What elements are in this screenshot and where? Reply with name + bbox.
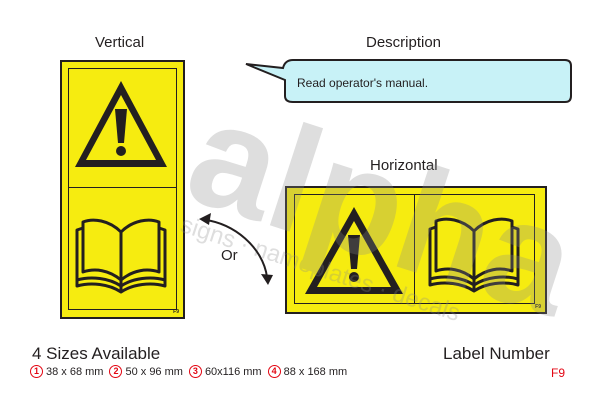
size-number-badge: 2 (109, 365, 123, 378)
manual-panel (414, 194, 535, 304)
horizontal-heading: Horizontal (370, 157, 438, 174)
size-text: 50 x 96 mm (125, 365, 183, 378)
warning-triangle-icon (75, 81, 167, 167)
warning-triangle-icon (305, 207, 403, 294)
manual-panel (68, 187, 177, 310)
curved-double-arrow-icon (199, 213, 273, 285)
open-book-icon (428, 217, 520, 293)
size-text: 60x116 mm (204, 365, 262, 378)
vertical-label: F9 (60, 60, 185, 319)
horizontal-label: F9 (285, 186, 547, 314)
vertical-heading: Vertical (95, 34, 145, 51)
description-callout (245, 59, 572, 103)
size-text: 88 x 168 mm (283, 365, 348, 378)
description-text: Read operator's manual. (297, 76, 429, 90)
size-text: 38 x 68 mm (46, 365, 104, 378)
open-book-icon (75, 218, 167, 294)
label-number-value: F9 (551, 366, 566, 380)
label-number-title: Label Number (443, 344, 550, 363)
size-number-badge: 3 (188, 365, 202, 378)
sizes-list: 1 38 x 68 mm 2 50 x 96 mm 3 60x116 mm 4 … (30, 365, 353, 378)
size-item: 1 38 x 68 mm (30, 365, 103, 378)
size-number-badge: 1 (30, 365, 43, 378)
size-item: 2 50 x 96 mm (109, 365, 183, 378)
sizes-title: 4 Sizes Available (32, 344, 161, 363)
warning-panel (294, 194, 415, 304)
warning-panel (68, 68, 177, 188)
size-number-badge: 4 (267, 365, 281, 378)
size-item: 3 60x116 mm (188, 365, 262, 378)
or-text: Or (221, 247, 238, 264)
description-heading: Description (366, 34, 442, 51)
label-code: F9 (535, 304, 541, 310)
size-item: 4 88 x 168 mm (267, 365, 348, 378)
label-code: F9 (173, 309, 179, 315)
